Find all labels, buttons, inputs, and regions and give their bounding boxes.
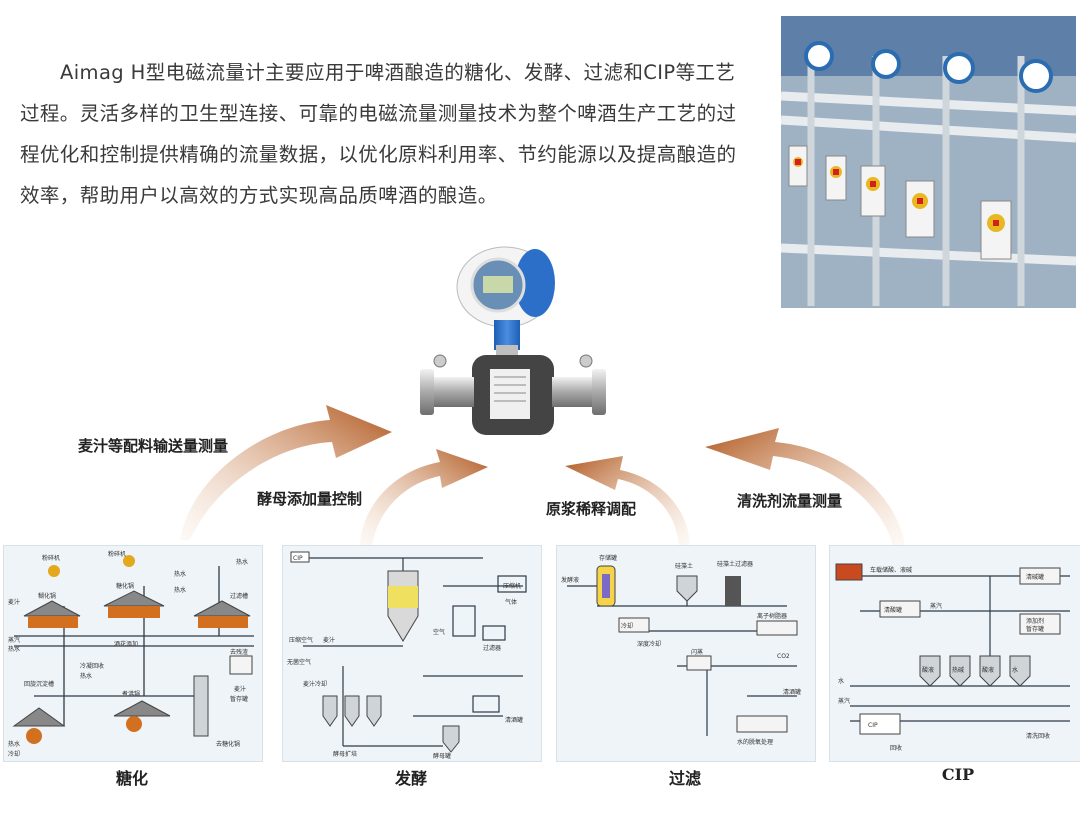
mash-label-wort: 麦汁 bbox=[8, 598, 20, 606]
ferm-label-sterile-air: 无菌空气 bbox=[287, 658, 311, 666]
ferm-label-compressor: 压缩机 bbox=[503, 582, 521, 590]
filt-label-ion-resin: 离子树脂器 bbox=[757, 612, 787, 620]
factory-photo-illustration bbox=[781, 16, 1076, 308]
filt-label-flash: 闪蒸 bbox=[691, 648, 703, 656]
cip-diagram: 车载储酸、液碱 清碱罐 蒸汽 清酸罐 添加剂 暂存罐 酸液 热碱 酸液 水 水 … bbox=[835, 563, 1070, 752]
filt-label-deep-cooling: 深度冷却 bbox=[637, 640, 661, 648]
intro-paragraph: Aimag H型电磁流量计主要应用于啤酒酿造的糖化、发酵、过滤和CIP等工艺过程… bbox=[20, 61, 737, 207]
mash-label-wort-kettle: 煮沸锅 bbox=[122, 690, 140, 698]
caption-mashing: 糖化 bbox=[115, 769, 148, 788]
mash-label-hop-dosing: 酒花添加 bbox=[114, 640, 138, 648]
cip-label-return: 回收 bbox=[890, 744, 902, 752]
mash-label-hot-water-2: 热水 bbox=[174, 586, 186, 594]
filt-label-water-deaeration: 水的脱氧处理 bbox=[737, 738, 773, 746]
filt-label-kieselguhr-filter: 硅藻土过滤器 bbox=[717, 560, 753, 568]
caption-cip: CIP bbox=[941, 765, 975, 784]
cip-label-alkali-tank: 清碱罐 bbox=[1026, 573, 1044, 581]
factory-photo bbox=[781, 16, 1076, 308]
ferm-label-gas: 气体 bbox=[505, 598, 517, 606]
filt-label-cooling: 冷却 bbox=[621, 622, 633, 630]
mash-label-lauter-tun: 过滤槽 bbox=[230, 592, 248, 600]
ferm-label-compressed-air: 压缩空气 bbox=[289, 636, 313, 644]
mash-label-cereal-cooker: 糊化锅 bbox=[38, 592, 56, 600]
filt-label-bright-tank: 清酒罐 bbox=[783, 688, 801, 696]
filt-label-kieselguhr: 硅藻土 bbox=[675, 562, 693, 570]
label-malt-transfer: 麦汁等配料输送量测量 bbox=[78, 437, 229, 455]
caption-filtration: 过滤 bbox=[668, 769, 701, 788]
label-yeast-control: 酵母添加量控制 bbox=[257, 490, 363, 508]
mash-label-mash-tun: 糖化锅 bbox=[116, 582, 134, 590]
ferm-label-yeast-tank: 酵母罐 bbox=[433, 752, 451, 760]
fermentation-diagram: CIP 压缩空气 麦汁 无菌空气 麦汁冷却 酵母扩培 酵母罐 气体 空气 压缩机… bbox=[287, 551, 527, 760]
cip-label-acid: 酸液 bbox=[922, 666, 934, 674]
panel-mashing: 粉碎机 糊化锅 粉碎机 糖化锅 热水 热水 过滤槽 热水 麦汁 去残渣 蒸汽 热… bbox=[3, 545, 263, 762]
ferm-label-cip: CIP bbox=[293, 555, 303, 562]
panel-fermentation: CIP 压缩空气 麦汁 无菌空气 麦汁冷却 酵母扩培 酵母罐 气体 空气 压缩机… bbox=[282, 545, 542, 762]
cip-label-truck-acid-alkali: 车载储酸、液碱 bbox=[870, 566, 912, 574]
ferm-label-bright-tank: 清酒罐 bbox=[505, 716, 523, 724]
mash-label-cooling: 冷却 bbox=[8, 750, 20, 758]
ferm-label-wort: 麦汁 bbox=[323, 636, 335, 644]
ferm-label-filter: 过滤器 bbox=[483, 644, 501, 652]
cip-label-buffer-tank: 暂存罐 bbox=[1026, 625, 1044, 633]
mashing-diagram: 粉碎机 糊化锅 粉碎机 糖化锅 热水 热水 过滤槽 热水 麦汁 去残渣 蒸汽 热… bbox=[8, 550, 254, 758]
mash-label-hot-water-5: 热水 bbox=[80, 672, 92, 680]
mash-label-hot-water-1: 热水 bbox=[174, 570, 186, 578]
mash-label-steam: 蒸汽 bbox=[8, 636, 20, 644]
mash-label-mill-1: 粉碎机 bbox=[42, 554, 60, 562]
mash-label-hot-water-4: 热水 bbox=[8, 645, 20, 653]
panel-cip: 车载储酸、液碱 清碱罐 蒸汽 清酸罐 添加剂 暂存罐 酸液 热碱 酸液 水 水 … bbox=[829, 545, 1080, 762]
ferm-label-yeast-propagation: 酵母扩培 bbox=[333, 750, 357, 758]
mash-label-wort-2: 麦汁 bbox=[234, 685, 246, 693]
cip-label-water: 水 bbox=[1012, 666, 1018, 674]
mash-label-condensate: 冷凝回收 bbox=[80, 662, 104, 670]
ferm-label-wort-cooling: 麦汁冷却 bbox=[303, 680, 327, 688]
filt-label-storage-tank: 存储罐 bbox=[599, 554, 617, 562]
arrow-malt bbox=[180, 405, 392, 540]
cip-label-acid-2: 酸液 bbox=[982, 666, 994, 674]
cip-label-acid-tank: 清酸罐 bbox=[884, 606, 902, 614]
mash-label-whirlpool: 回旋沉淀槽 bbox=[24, 680, 54, 688]
arrow-cip bbox=[705, 428, 905, 545]
mash-label-spent-grain: 去残渣 bbox=[230, 648, 248, 656]
cip-label-hot-alkali: 热碱 bbox=[952, 666, 964, 674]
cip-label-steam-2: 蒸汽 bbox=[838, 697, 850, 705]
mash-label-hot-water-3: 热水 bbox=[236, 558, 248, 566]
arrow-yeast bbox=[360, 449, 488, 545]
cip-label-additive: 添加剂 bbox=[1026, 617, 1044, 625]
cip-label-steam: 蒸汽 bbox=[930, 602, 942, 610]
filtration-diagram: 存储罐 发酵液 硅藻土 硅藻土过滤器 冷却 深度冷却 离子树脂器 闪蒸 CO2 … bbox=[561, 554, 801, 746]
caption-fermentation: 发酵 bbox=[394, 769, 427, 788]
cip-label-cip: CIP bbox=[868, 722, 878, 729]
mash-label-mill-2: 粉碎机 bbox=[108, 550, 126, 558]
panel-filtration: 存储罐 发酵液 硅藻土 硅藻土过滤器 冷却 深度冷却 离子树脂器 闪蒸 CO2 … bbox=[556, 545, 816, 762]
label-dilution: 原浆稀释调配 bbox=[546, 500, 637, 518]
cip-label-water-2: 水 bbox=[838, 677, 844, 685]
mash-label-hot-water-6: 热水 bbox=[8, 740, 20, 748]
cip-label-cleaning-return: 清洗回收 bbox=[1026, 732, 1050, 740]
filt-label-co2: CO2 bbox=[777, 653, 790, 660]
ferm-label-air: 空气 bbox=[433, 628, 445, 636]
filt-label-fermentation-liquid: 发酵液 bbox=[561, 576, 579, 584]
flowmeter-image bbox=[420, 246, 606, 435]
mash-label-to-mash-tun: 去糖化锅 bbox=[216, 740, 240, 748]
label-cip-flow: 清洗剂流量测量 bbox=[737, 492, 843, 510]
mash-label-buffer-tank: 暂存罐 bbox=[230, 695, 248, 703]
